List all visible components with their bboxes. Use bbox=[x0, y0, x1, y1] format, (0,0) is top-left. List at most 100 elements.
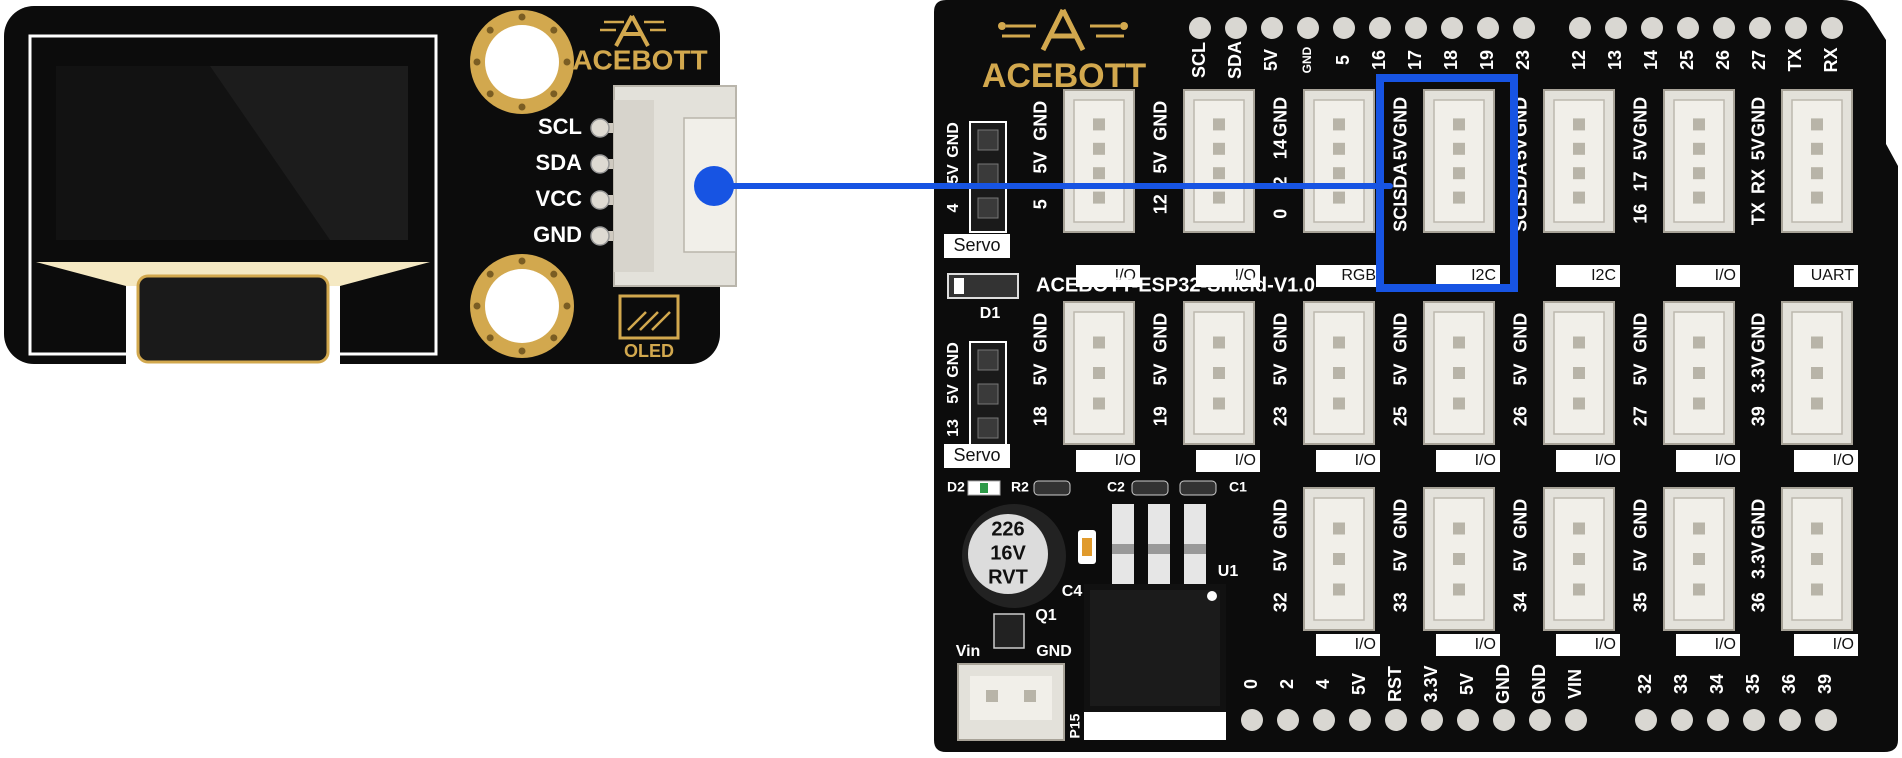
connector-pin bbox=[1213, 118, 1225, 131]
port-name-tag bbox=[1556, 450, 1620, 472]
row1-connector-3[interactable] bbox=[1423, 89, 1495, 233]
port-pin-label: 27 bbox=[1631, 406, 1651, 426]
row2-connector-2[interactable] bbox=[1303, 301, 1375, 445]
header-pin-top bbox=[1477, 17, 1499, 39]
port-pin-label: 5V bbox=[1391, 549, 1411, 571]
connector-pin bbox=[1093, 167, 1105, 180]
header-pin-top bbox=[1605, 17, 1627, 39]
row3-connector-1[interactable] bbox=[1423, 487, 1495, 631]
servo-pin bbox=[977, 163, 999, 185]
oled-pin bbox=[590, 226, 610, 246]
port-pin-label: 3.3V bbox=[1749, 542, 1769, 579]
header-pin-bottom bbox=[1277, 709, 1299, 731]
port-pin-label: 16 bbox=[1631, 204, 1651, 224]
port-pin-label: TX bbox=[1749, 202, 1769, 225]
header-pin-top bbox=[1225, 17, 1247, 39]
row2-connector-3[interactable] bbox=[1423, 301, 1495, 445]
port-name-tag bbox=[1076, 265, 1140, 287]
connector-pin bbox=[1333, 522, 1345, 535]
connector-pin bbox=[1213, 397, 1225, 410]
logo-a bbox=[614, 15, 650, 47]
label-c1: C1 bbox=[1229, 479, 1247, 495]
port-pin-label: 18 bbox=[1031, 406, 1051, 426]
connector-pin bbox=[1573, 167, 1585, 180]
connector-inner bbox=[1313, 99, 1365, 223]
port-pin-label: RX bbox=[1749, 169, 1769, 194]
connector-pin bbox=[1693, 118, 1705, 131]
servo-name-tag bbox=[944, 234, 1010, 258]
port-pin-label: GND bbox=[1391, 97, 1411, 137]
header-pin-bottom bbox=[1671, 709, 1693, 731]
connector-pin bbox=[1453, 191, 1465, 204]
port-pin-label: 39 bbox=[1749, 406, 1769, 426]
connector-pin bbox=[1453, 553, 1465, 565]
connector-pin bbox=[1333, 397, 1345, 410]
top-pin-label: 14 bbox=[1641, 50, 1661, 70]
row2-connector-5[interactable] bbox=[1663, 301, 1735, 445]
row3-connector-2[interactable] bbox=[1543, 487, 1615, 631]
oled-icon-lines bbox=[627, 311, 671, 331]
connector-pin bbox=[1811, 583, 1823, 596]
connector-pin bbox=[1573, 367, 1585, 379]
mount-via bbox=[518, 103, 526, 111]
row2-connector-0[interactable] bbox=[1063, 301, 1135, 445]
row1-connector-1[interactable] bbox=[1183, 89, 1255, 233]
servo-header-servo_bottom[interactable] bbox=[969, 341, 1007, 453]
row1-connector-6[interactable] bbox=[1781, 89, 1853, 233]
connector-pin bbox=[1333, 142, 1345, 155]
servo-pin-label: 5V bbox=[945, 384, 962, 404]
row2-connector-4[interactable] bbox=[1543, 301, 1615, 445]
row2-connector-6[interactable] bbox=[1781, 301, 1853, 445]
row1-connector-5[interactable] bbox=[1663, 89, 1735, 233]
label-c2: C2 bbox=[1107, 479, 1125, 495]
connector-inner bbox=[1553, 99, 1605, 223]
mount-via bbox=[486, 270, 494, 278]
port-name: I/O bbox=[1235, 267, 1256, 284]
capacitor-top bbox=[968, 514, 1048, 594]
bottom-pin-label: VIN bbox=[1565, 669, 1585, 699]
servo-name-tag bbox=[944, 444, 1010, 468]
row2-connector-1[interactable] bbox=[1183, 301, 1255, 445]
oled-pin bbox=[590, 154, 610, 174]
connector-pin bbox=[1693, 167, 1705, 180]
header-pin-top bbox=[1513, 17, 1535, 39]
port-name: I2C bbox=[1471, 267, 1496, 284]
header-pin-top bbox=[1749, 17, 1771, 39]
servo-pin-label: GND bbox=[945, 342, 962, 378]
port-name-tag bbox=[1316, 450, 1380, 472]
connector-inner bbox=[1433, 99, 1485, 223]
port-pin-label: GND bbox=[1749, 97, 1769, 137]
regulator-lead-band bbox=[1148, 544, 1170, 554]
mount-via bbox=[486, 334, 494, 342]
row3-connector-0[interactable] bbox=[1303, 487, 1375, 631]
mount-via bbox=[563, 58, 571, 66]
connector-pin bbox=[1811, 397, 1823, 410]
connector-pin bbox=[1093, 142, 1105, 155]
port-name: I/O bbox=[1833, 452, 1854, 469]
bottom-pin-label: GND bbox=[1493, 664, 1513, 704]
bottom-pin-label: 4 bbox=[1313, 679, 1333, 689]
top-pin-label: SDA bbox=[1225, 41, 1245, 79]
driver-chip bbox=[136, 274, 330, 364]
oled-pin bbox=[590, 118, 610, 138]
connector-pin bbox=[1573, 397, 1585, 410]
row1-connector-2[interactable] bbox=[1303, 89, 1375, 233]
row3-connector-3[interactable] bbox=[1663, 487, 1735, 631]
bottom-pin-label: RST bbox=[1385, 666, 1405, 702]
servo-pin bbox=[977, 197, 999, 219]
oled-display-icon bbox=[618, 294, 680, 340]
connector-pin bbox=[1453, 336, 1465, 349]
row1-connector-4[interactable] bbox=[1543, 89, 1615, 233]
header-pin-top bbox=[1821, 17, 1843, 39]
row1-connector-0[interactable] bbox=[1063, 89, 1135, 233]
servo-header-servo_top[interactable] bbox=[969, 121, 1007, 233]
top-pin-label: 26 bbox=[1713, 50, 1733, 70]
connector-pin bbox=[1693, 142, 1705, 155]
header-pin-top bbox=[1189, 17, 1211, 39]
label-d1: D1 bbox=[980, 305, 1001, 322]
port-pin-label: GND bbox=[1631, 97, 1651, 137]
port-pin-label: 33 bbox=[1391, 592, 1411, 612]
row3-connector-4[interactable] bbox=[1781, 487, 1853, 631]
header-pin-bottom bbox=[1707, 709, 1729, 731]
servo-pin-label: 13 bbox=[945, 419, 962, 437]
